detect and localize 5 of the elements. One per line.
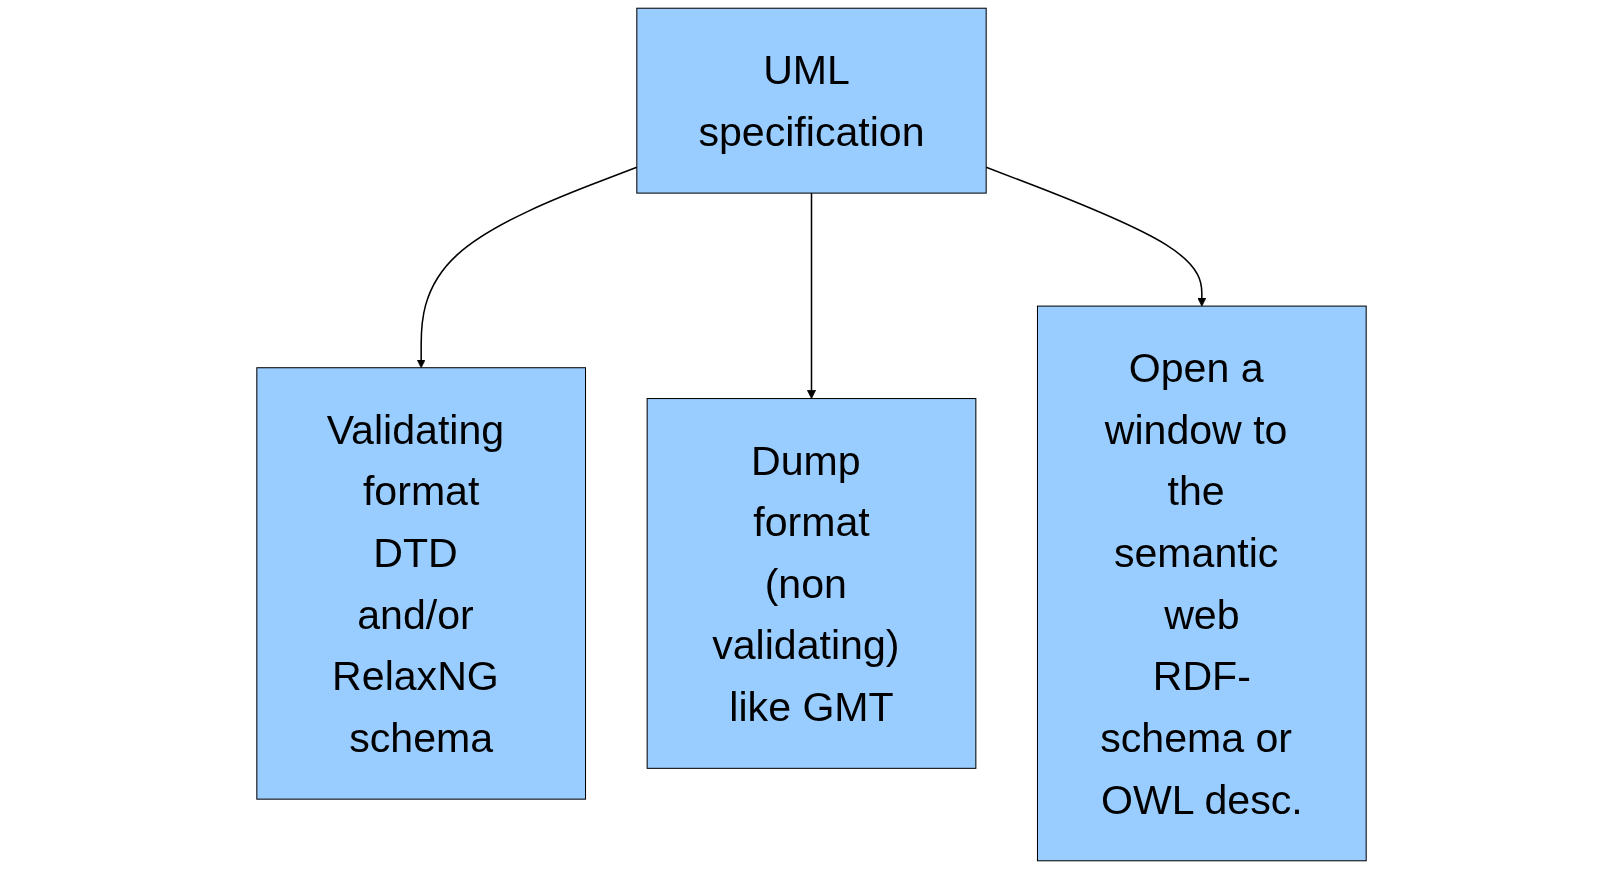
arrow [807, 192, 816, 399]
node-box: UML specification [636, 7, 987, 194]
node-box: Validating format DTD and/or RelaxNG schema [256, 367, 587, 800]
node-box: Dump format (non validating) like GMT [646, 398, 977, 769]
node-box: Open a window to the semantic web RDF-schema or OWL desc. [1036, 305, 1367, 862]
